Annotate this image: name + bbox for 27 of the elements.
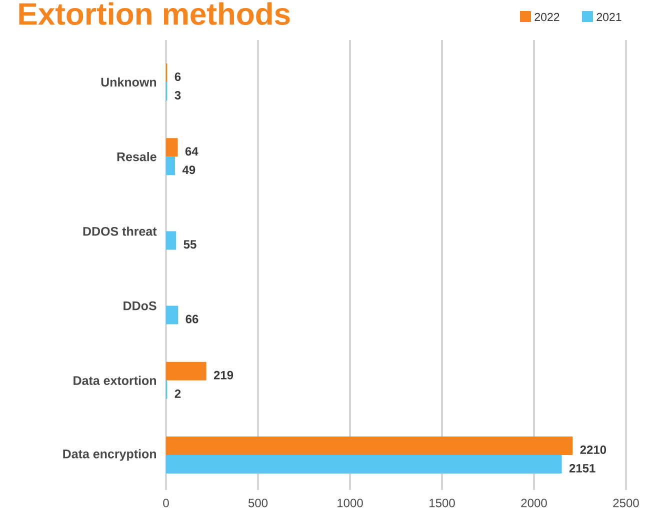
- category-label: Resale: [117, 152, 156, 162]
- tick-label: 2500: [613, 498, 639, 508]
- legend-label: 2022: [534, 12, 560, 22]
- tick-label: 1000: [338, 498, 363, 508]
- value-label: 49: [182, 166, 196, 174]
- category-label: Unknown: [101, 77, 156, 87]
- category-label: Data extortion: [74, 376, 156, 385]
- value-label: 2210: [580, 446, 606, 454]
- category-label: DDOS threat: [83, 226, 157, 236]
- legend-item: 2022: [520, 11, 560, 22]
- value-label: 3: [174, 91, 181, 100]
- value-label: 6: [174, 72, 181, 81]
- tick-label: 1500: [430, 498, 455, 508]
- value-label: 64: [185, 147, 198, 156]
- legend-label: 2021: [596, 12, 622, 22]
- category-label: DDoS: [124, 301, 156, 310]
- value-label: 2151: [569, 464, 596, 472]
- value-label: 66: [186, 314, 198, 324]
- legend-item: 2021: [582, 11, 622, 22]
- tick-label: 500: [248, 498, 268, 508]
- chart-title: Extortion methods: [19, 2, 290, 25]
- value-label: 55: [184, 240, 196, 249]
- value-label: 2: [174, 389, 181, 398]
- tick-label: 0: [163, 498, 169, 508]
- value-label: 219: [214, 370, 234, 380]
- category-label: Data encryption: [63, 449, 156, 461]
- tick-label: 2000: [521, 498, 547, 508]
